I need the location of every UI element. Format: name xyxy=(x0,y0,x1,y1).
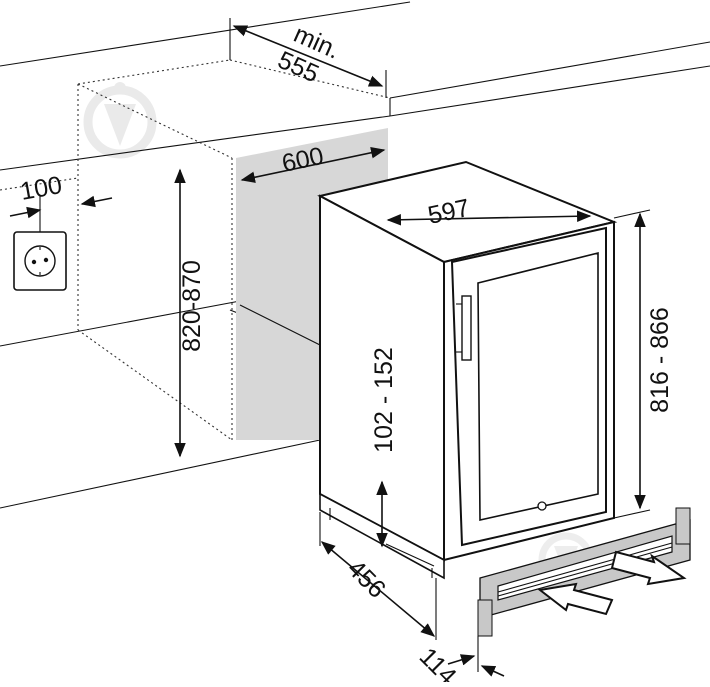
appliance-depth-label: 456 xyxy=(342,554,391,603)
niche-height-label: 820-870 xyxy=(178,260,206,352)
dimension-lines xyxy=(9,18,651,677)
niche-dotted-outline xyxy=(0,59,391,441)
airflow-in-arrow xyxy=(537,582,614,616)
appliance-height-label: 816 - 866 xyxy=(646,307,674,413)
plinth-height-label: 102 - 152 xyxy=(370,347,398,453)
lock-icon xyxy=(537,501,547,511)
watermark-logo xyxy=(83,82,157,159)
airflow-out-arrow xyxy=(610,550,687,586)
ventilation-grille xyxy=(477,507,691,637)
glass-pane xyxy=(477,251,599,521)
socket-icon xyxy=(13,231,67,291)
wine-cooler-appliance xyxy=(317,160,618,580)
door-handle xyxy=(461,295,472,361)
socket-offset-label: 100 xyxy=(18,171,64,206)
vent-depth-label: 114 xyxy=(414,642,462,682)
glass-door xyxy=(450,226,607,547)
